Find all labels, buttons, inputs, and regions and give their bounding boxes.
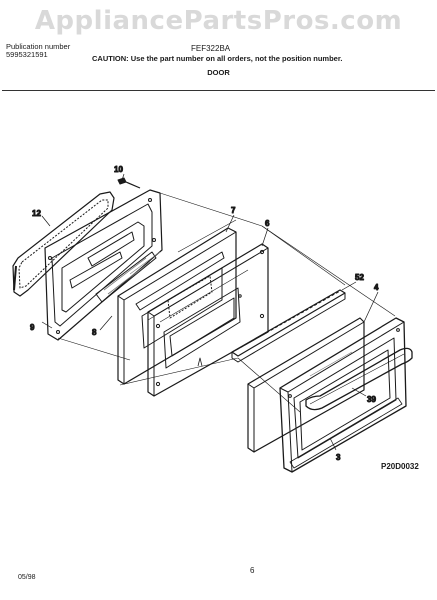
part-12-gasket xyxy=(12,191,115,297)
callout-8: 8 xyxy=(92,328,97,337)
caution-note: CAUTION: Use the part number on all orde… xyxy=(92,54,343,63)
part-4-outer-glass xyxy=(247,317,365,453)
callout-leaders xyxy=(41,173,379,451)
watermark: AppliancePartsPros.com xyxy=(34,6,403,36)
callout-4: 4 xyxy=(374,283,379,292)
model-number: FEF322BA xyxy=(191,44,231,53)
publication-label: Publication number xyxy=(6,42,71,51)
part-52-trim-strip xyxy=(231,289,346,363)
callout-39: 39 xyxy=(367,395,376,404)
callout-12: 12 xyxy=(32,209,41,218)
section-title: DOOR xyxy=(207,68,230,77)
part-9-inner-liner xyxy=(44,189,163,341)
figure-code: P20D0032 xyxy=(381,462,419,471)
callout-6: 6 xyxy=(265,219,270,228)
revision-date: 05/98 xyxy=(18,574,36,581)
callout-3: 3 xyxy=(336,453,341,462)
page-number: 6 xyxy=(250,566,255,575)
publication-number: 5995321591 xyxy=(6,50,48,59)
part-8-inner-glass xyxy=(95,251,161,303)
callout-7: 7 xyxy=(231,206,236,215)
part-3-outer-door xyxy=(279,317,407,473)
callout-9: 9 xyxy=(30,323,35,332)
explode-lines xyxy=(57,192,396,413)
part-39-door-handle xyxy=(305,347,413,411)
callout-10: 10 xyxy=(114,165,123,174)
header-divider xyxy=(2,90,435,91)
part-10-screw xyxy=(117,177,141,189)
callout-52: 52 xyxy=(355,273,364,282)
